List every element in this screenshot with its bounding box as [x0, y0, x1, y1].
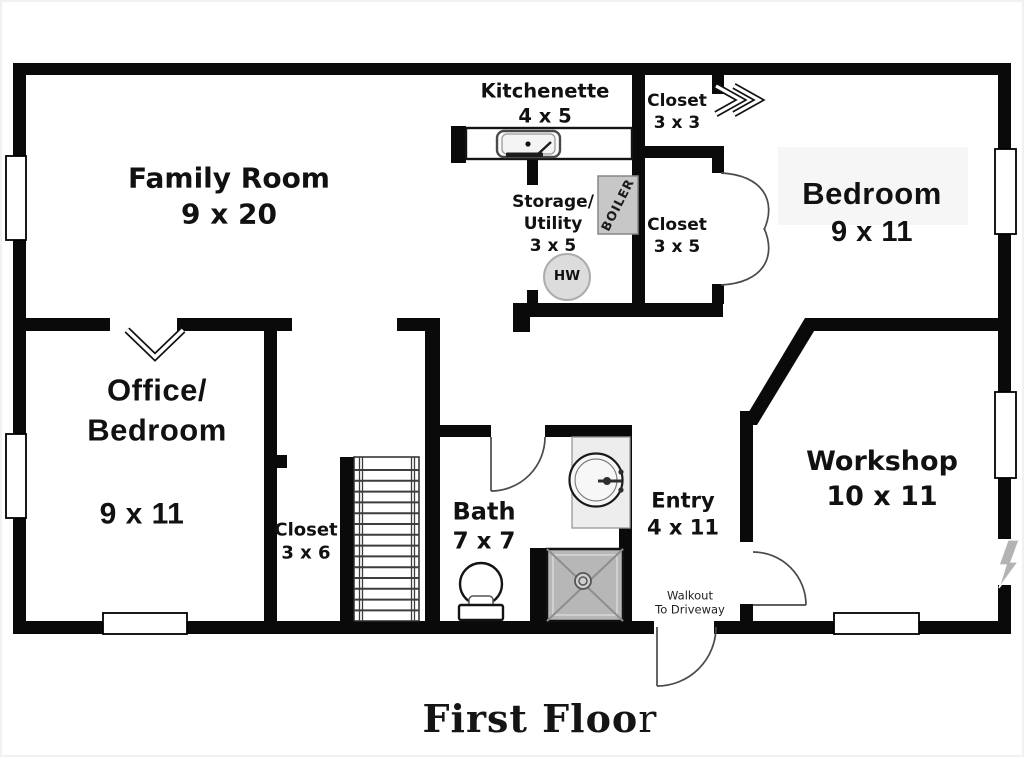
label-closet-3x3: Closet 3 x 3: [647, 90, 707, 134]
walkout-annotation: Walkout To Driveway: [655, 588, 725, 617]
label-closet-3x6: Closet 3 x 6: [274, 519, 337, 566]
room-dim: 3 x 3: [653, 113, 701, 133]
label-family-room: Family Room 9 x 20: [128, 161, 330, 234]
label-bath: Bath 7 x 7: [452, 496, 515, 557]
window-bedroom: [994, 148, 1017, 235]
room-dim: 9 x 20: [180, 198, 277, 231]
room-name: Bedroom: [87, 413, 227, 448]
room-name: Closet: [647, 214, 707, 235]
room-dim: 9 x 11: [830, 216, 914, 249]
label-storage-utility: Storage/ Utility 3 x 5: [512, 191, 594, 257]
label-closet-3x5: Closet 3 x 5: [647, 214, 707, 258]
room-name: Workshop: [806, 445, 958, 477]
workshop-door: [752, 551, 807, 606]
bedroom-closet-double-doors: [720, 172, 770, 286]
walkout-door-gap: [654, 619, 714, 636]
faucet-lever: [536, 141, 552, 156]
room-name: Office/: [107, 372, 207, 408]
window-workshop-right: [994, 391, 1017, 479]
room-name: Family Room: [128, 161, 330, 195]
label-kitchenette: Kitchenette 4 x 5: [481, 79, 610, 130]
walkout-door: [656, 626, 717, 687]
bath-sink-icon: [568, 436, 631, 529]
room-dim: 3 x 5: [653, 237, 701, 257]
room-dim: 4 x 5: [518, 105, 572, 128]
hot-water-label: HW: [553, 268, 581, 285]
label-office-bedroom: Office/ Bedroom: [87, 371, 227, 452]
window-workshop-bottom: [833, 612, 920, 635]
faucet-base: [506, 152, 543, 157]
sink-drain: [525, 141, 531, 147]
window-office: [5, 433, 27, 519]
room-dim: 7 x 7: [452, 528, 516, 555]
boiler-icon: [597, 175, 639, 235]
toilet-icon: [457, 561, 505, 622]
room-name: Entry: [651, 488, 715, 513]
window-family-room: [5, 155, 27, 241]
electric-bolt-icon: [998, 539, 1020, 589]
room-dim: 10 x 11: [826, 481, 938, 512]
label-workshop: Workshop 10 x 11: [806, 444, 958, 514]
closet-door-chevron-icon: [714, 83, 766, 117]
label-entry: Entry 4 x 11: [647, 488, 719, 543]
room-name: Storage/: [512, 191, 594, 212]
shower-drain: [574, 572, 592, 590]
shower-icon: [545, 547, 625, 623]
label-office-bedroom-dim: 9 x 11: [100, 495, 185, 534]
stair-stringers: [358, 457, 416, 621]
interior-walls: [25, 63, 1011, 634]
room-name: Bedroom: [802, 176, 942, 212]
windows: [5, 148, 1017, 635]
room-dim: 9 x 11: [99, 497, 185, 531]
room-dim: 4 x 11: [646, 516, 720, 540]
bath-door: [490, 436, 546, 492]
stair-treads: [354, 469, 419, 612]
kitchen-sink-icon: [464, 126, 634, 161]
room-dim: 3 x 5: [529, 236, 577, 257]
hot-water-heater-icon: [543, 253, 591, 301]
bedroom-label-plate: [778, 147, 968, 225]
label-bedroom: Bedroom 9 x 11: [802, 174, 942, 252]
plan-title: First Floor: [422, 695, 658, 741]
room-name: Closet: [647, 90, 707, 111]
office-door-chevron-icon: [124, 327, 186, 362]
room-dim: 3 x 6: [281, 543, 331, 564]
room-name: Closet: [274, 519, 338, 541]
room-name: Utility: [523, 213, 583, 234]
stairs-icon: [353, 456, 420, 622]
window-office-bottom: [102, 612, 188, 635]
door-swings: [490, 172, 807, 687]
room-name: Bath: [452, 497, 516, 526]
room-name: Kitchenette: [480, 79, 610, 103]
